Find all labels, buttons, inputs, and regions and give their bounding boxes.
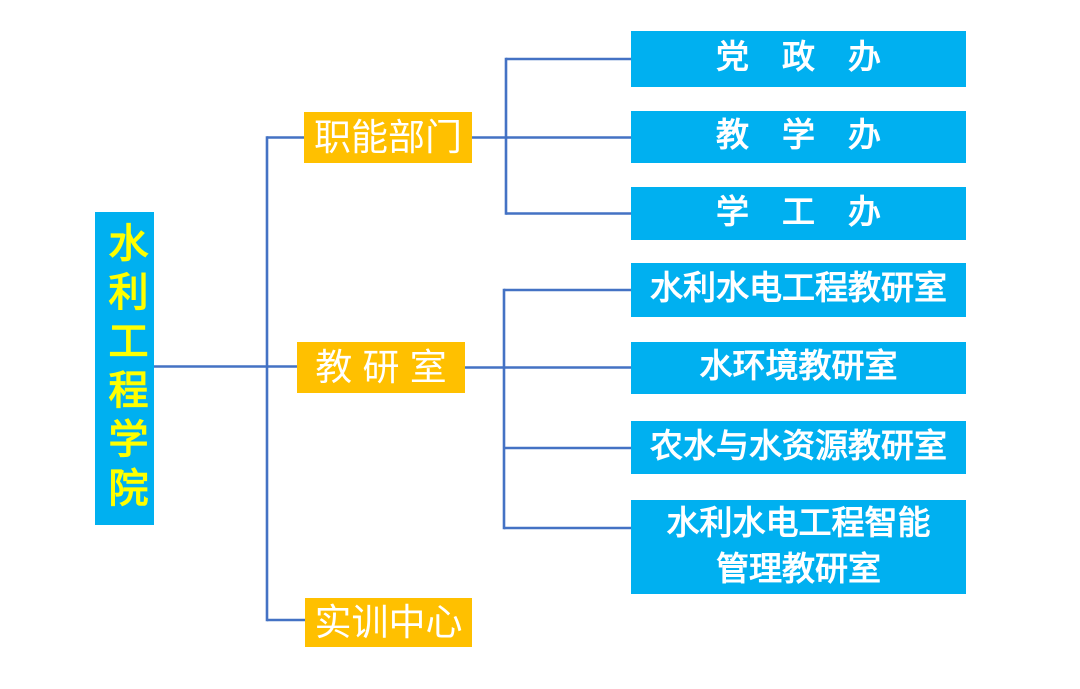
- node-agri-water-resources-tro: 农水与水资源教研室: [631, 421, 966, 474]
- node-water-environment-tro: 水环境教研室: [631, 342, 966, 394]
- node-teaching-office: 教 学 办: [631, 111, 966, 163]
- node-party-admin-office: 党 政 办: [631, 31, 966, 87]
- node-smart-management-tro: 水利水电工程智能 管理教研室: [631, 500, 966, 594]
- node-hydraulic-engineering-tro: 水利水电工程教研室: [631, 263, 966, 317]
- node-teaching-research-section: 教 研 室: [297, 342, 465, 393]
- node-root-college: 水利工程学院: [95, 212, 154, 525]
- node-functional-departments: 职能部门: [304, 112, 472, 163]
- node-student-affairs-office: 学 工 办: [631, 187, 966, 240]
- node-training-center: 实训中心: [305, 598, 472, 647]
